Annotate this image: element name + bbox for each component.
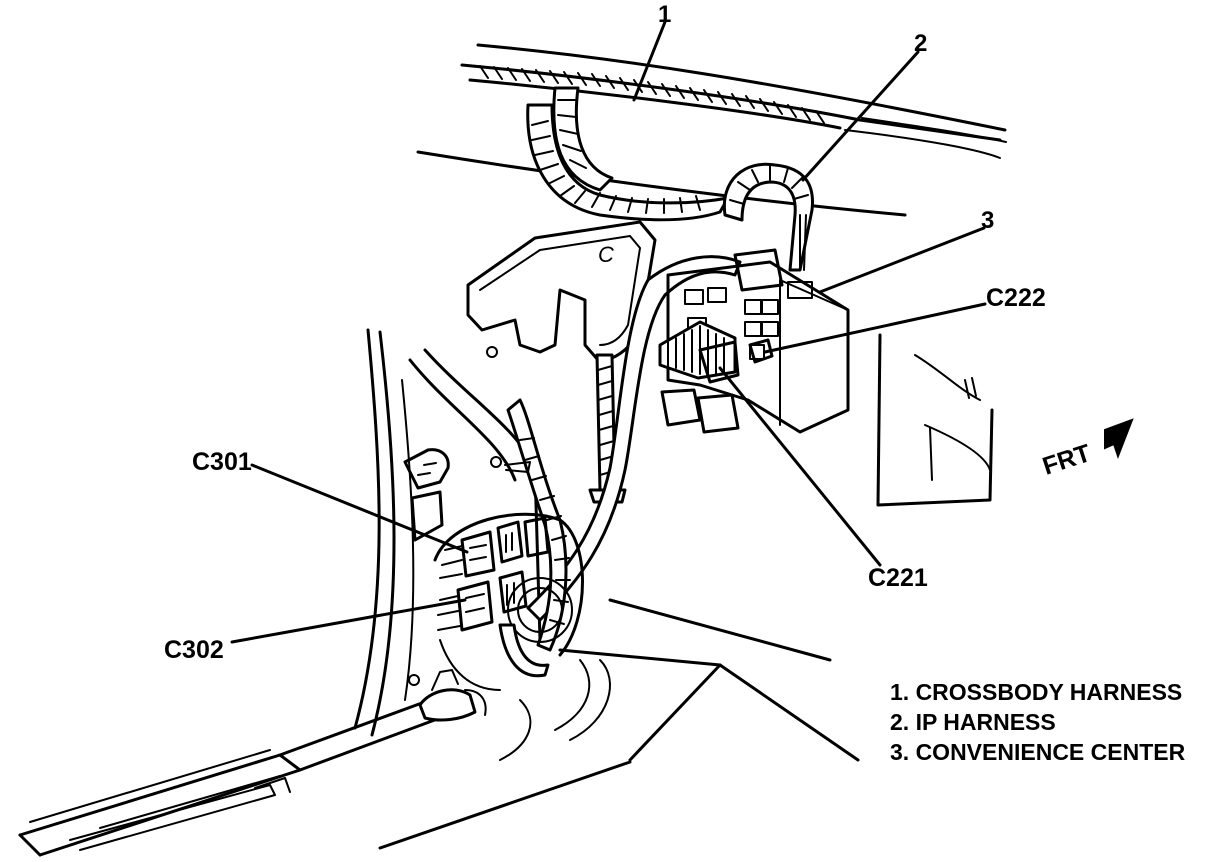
harness-run [526,255,742,622]
dash-edge-line [416,150,907,217]
callout-2: 2 [914,30,927,57]
leader-2 [801,50,920,182]
svg-text:C: C [598,242,614,267]
label-c301: C301 [192,448,252,476]
callout-1: 1 [658,1,671,28]
pillar-latch [403,448,450,490]
legend: 1. CROSSBODY HARNESS 2. IP HARNESS 3. CO… [890,679,1186,765]
label-c222: C222 [986,284,1046,312]
label-c302: C302 [164,636,224,664]
crossbody-beam [460,43,1007,159]
label-c221: C221 [868,564,928,592]
frt-arrow-icon [1104,418,1134,459]
door-trim [876,333,994,507]
legend-item-1: 1. CROSSBODY HARNESS [890,679,1182,705]
floor-sill [18,598,860,857]
leader-lines [230,20,987,644]
convenience-center [658,248,850,434]
leader-c221 [718,366,882,567]
pillar-clip [410,490,444,542]
leader-3 [818,226,986,294]
leader-1 [632,20,667,102]
leader-c302 [230,598,467,644]
frt-indicator: FRT [1039,418,1134,481]
leader-c301 [250,463,469,554]
harness-bundle [526,86,815,272]
leader-c222 [763,302,987,354]
mounting-bracket: C [466,220,657,362]
kick-panel-connectors [433,512,584,691]
frt-label: FRT [1039,439,1094,481]
legend-item-2: 2. IP HARNESS [890,709,1056,735]
legend-item-3: 3. CONVENIENCE CENTER [890,739,1186,765]
callout-3: 3 [981,207,994,234]
